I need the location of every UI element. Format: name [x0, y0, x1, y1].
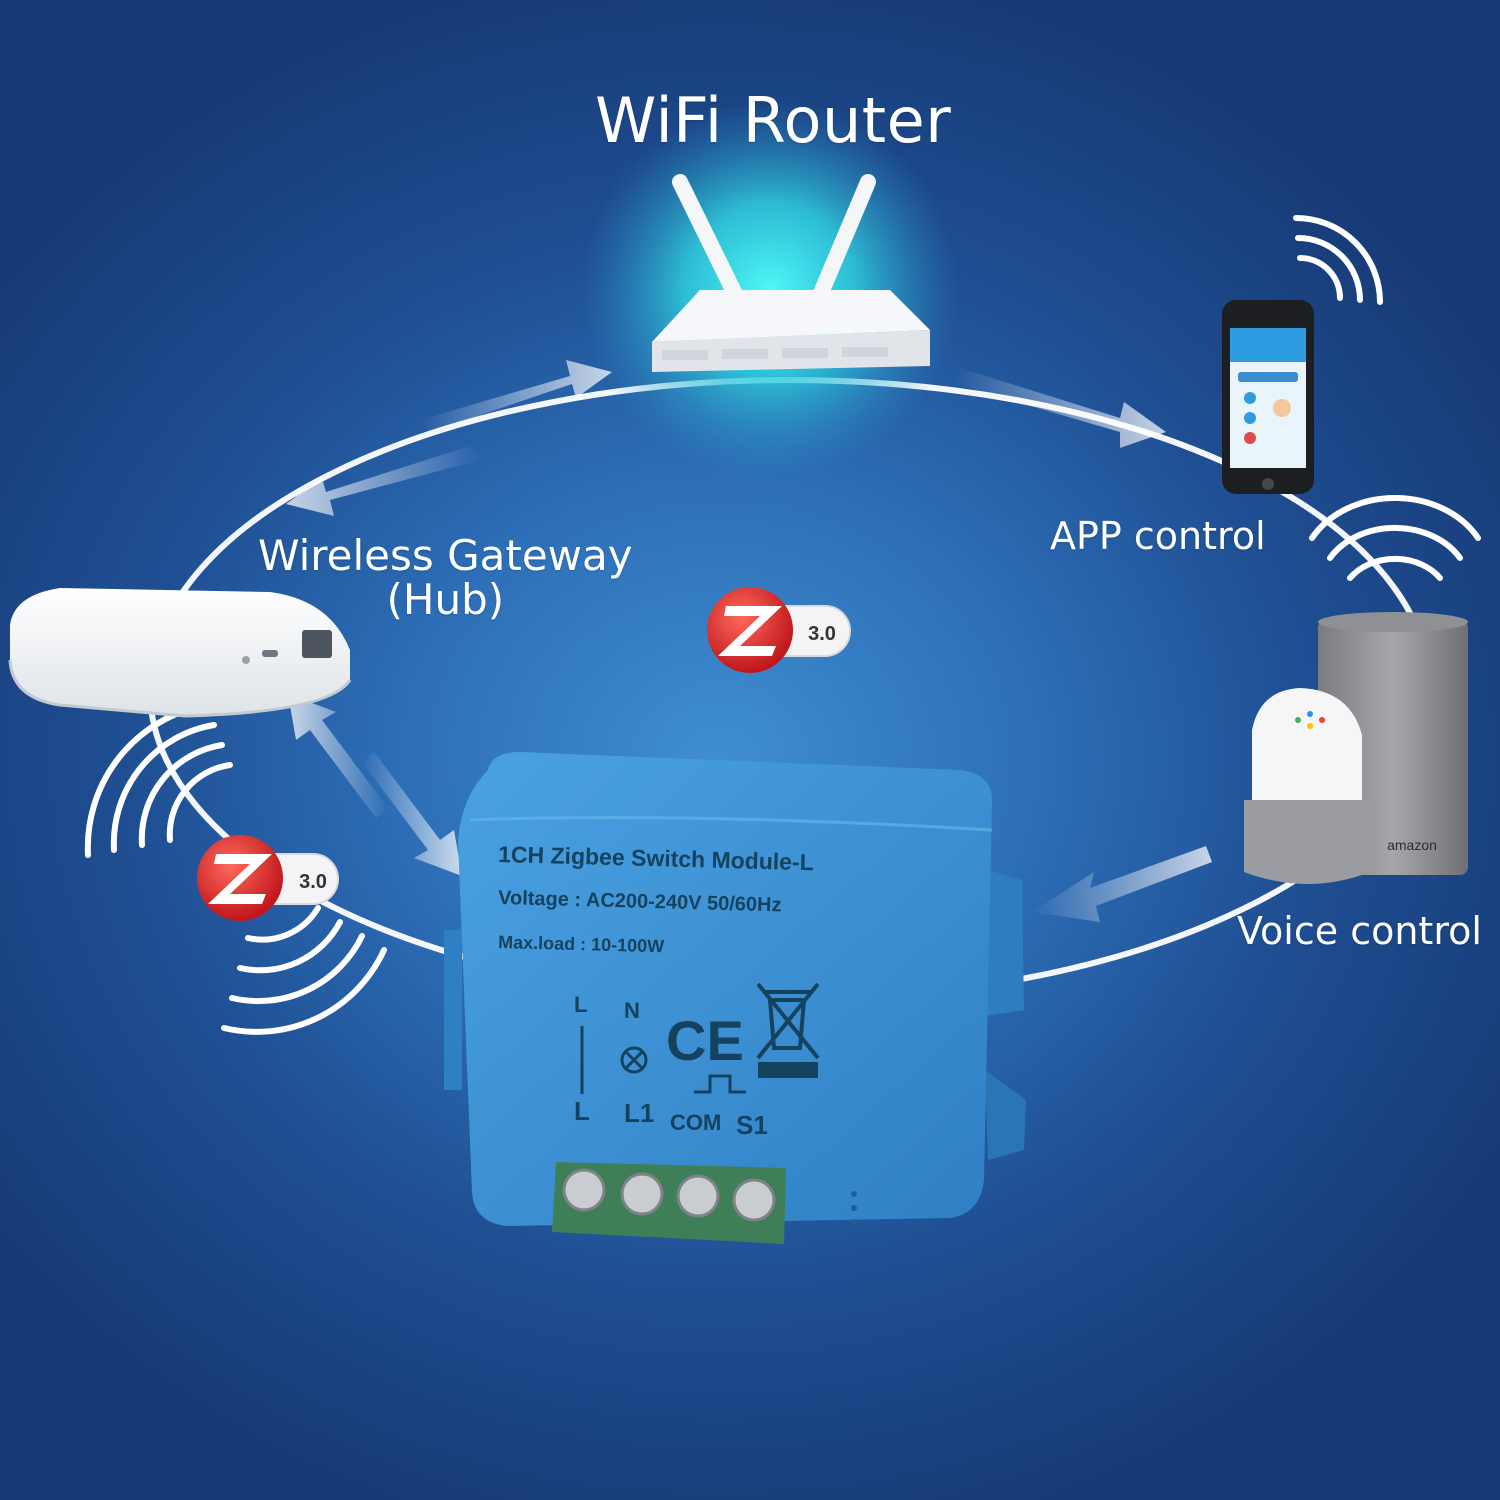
router-device: [652, 174, 930, 372]
arrow-router-to-hub: [286, 446, 480, 516]
arrow-module-to-hub: [288, 694, 388, 818]
label-gateway-line1: Wireless Gateway: [258, 531, 633, 580]
hub-wifi-waves-left: [84, 702, 233, 858]
module-max-load: Max.load : 10-100W: [498, 932, 665, 956]
switch-module: 1CH Zigbee Switch Module-L Voltage : AC2…: [444, 752, 1026, 1244]
weee-icon: [756, 982, 820, 1078]
terminal-label-n: N: [624, 998, 640, 1023]
label-app-control: APP control: [1050, 514, 1266, 558]
arrow-voice-to-module: [1032, 846, 1212, 922]
terminal-screw: [732, 1178, 776, 1222]
terminal-label-s1: S1: [736, 1110, 768, 1140]
phone-wifi-waves: [1293, 215, 1383, 305]
terminal-screw: [562, 1168, 606, 1212]
speaker-brand: amazon: [1387, 837, 1437, 853]
terminal-label-l-top: L: [574, 992, 587, 1017]
hub-body: [10, 588, 350, 716]
hub-usb-port: [262, 650, 278, 657]
terminal-label-l: L: [574, 1096, 590, 1126]
home-top: [1252, 688, 1362, 812]
router-antenna-left: [672, 174, 746, 308]
label-voice-control: Voice control: [1237, 909, 1482, 953]
hub-wifi-waves-bottom: [221, 905, 387, 1035]
zigbee-version: 3.0: [299, 871, 327, 893]
router-top: [652, 290, 930, 342]
push-button-symbol: [694, 1074, 746, 1094]
hub-ethernet-port: [302, 630, 332, 658]
label-gateway-line2: (Hub): [386, 575, 505, 625]
smartphone: [1222, 300, 1314, 494]
arrow-hub-to-module: [362, 752, 462, 876]
flow-arrows: [286, 360, 1212, 922]
module-body: [458, 752, 992, 1226]
terminal-label-l1: L1: [624, 1098, 654, 1128]
zigbee-version: 3.0: [808, 623, 836, 645]
terminal-screw: [676, 1174, 720, 1218]
zigbee-badge-center: 3.0: [707, 587, 851, 673]
google-home-speaker: [1244, 688, 1370, 884]
lamp-icon: [620, 1046, 648, 1074]
label-wireless-gateway: Wireless Gateway (Hub): [258, 531, 633, 625]
terminal-block: [552, 1162, 786, 1244]
gateway-hub: [8, 588, 352, 718]
arrow-router-to-app: [955, 368, 1166, 448]
zigbee-badge-left: 3.0: [197, 835, 339, 921]
label-wifi-router: WiFi Router: [595, 84, 952, 157]
router-antenna-right: [810, 174, 876, 308]
module-clip-right: [980, 868, 1024, 1016]
terminal-label-com: COM: [670, 1110, 721, 1135]
home-fabric: [1244, 800, 1370, 884]
arrow-hub-to-router: [420, 360, 612, 432]
terminal-screw: [620, 1172, 664, 1216]
speaker-wifi-waves: [1309, 495, 1481, 581]
hub-button: [242, 656, 250, 664]
ce-mark: CE: [666, 1009, 744, 1072]
